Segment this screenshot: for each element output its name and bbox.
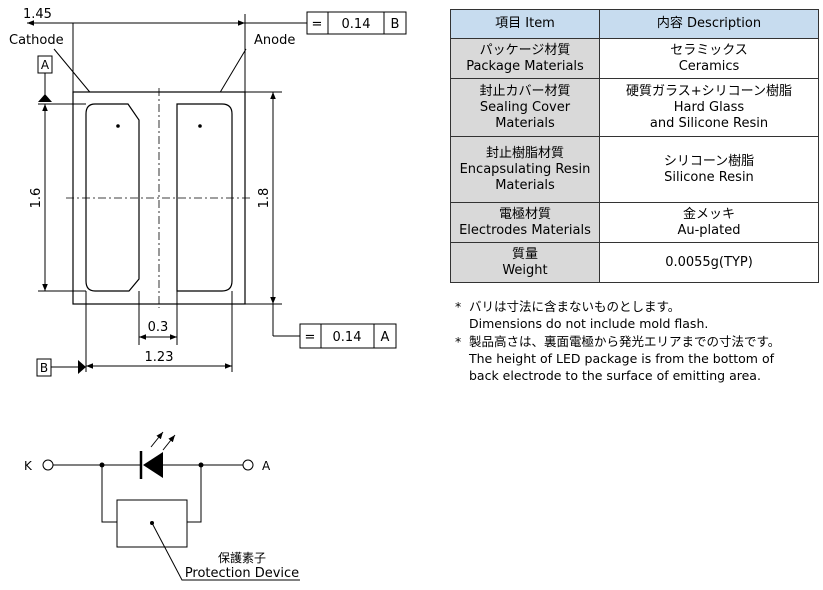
svg-text:A: A xyxy=(41,58,50,72)
anode-pad xyxy=(176,103,233,292)
tol-bottom-ref: A xyxy=(381,330,390,345)
header-description: 内容 Description xyxy=(599,9,819,39)
note-package-height: * 製品高さは、裏面電極から発光エリアまでの寸法です。 The height o… xyxy=(455,334,781,383)
symmetry-symbol-bottom: = xyxy=(305,330,316,345)
tolerance-frame-bottom: = 0.14 A xyxy=(299,323,397,349)
dim-pad-width: 1.23 xyxy=(145,350,174,365)
circuit-schematic: K A 保護素子 Protection Device xyxy=(24,431,300,581)
terminal-k-label: K xyxy=(24,459,33,473)
terminal-a-label: A xyxy=(262,459,271,473)
row-value: 0.0055g(TYP) xyxy=(599,242,819,283)
cathode-label: Cathode xyxy=(9,33,64,48)
tol-top-ref: B xyxy=(391,17,400,32)
led-diode-symbol xyxy=(143,452,163,478)
table-header-row: 項目 Item 内容 Description xyxy=(450,9,819,39)
terminal-a xyxy=(242,459,254,471)
header-item: 項目 Item xyxy=(450,9,600,39)
dim-right-height: 1.8 xyxy=(257,188,272,209)
light-arrow-1 xyxy=(150,431,164,448)
dim-gap: 0.3 xyxy=(148,320,169,335)
dim-left-height: 1.6 xyxy=(29,188,44,209)
cathode-pad xyxy=(85,103,140,292)
notes: * バリは寸法に含まないものとします。 Dimensions do not in… xyxy=(455,298,780,385)
terminal-k xyxy=(42,459,54,471)
tol-bottom-value: 0.14 xyxy=(333,330,362,345)
light-arrow-2 xyxy=(162,434,176,451)
dim-top-width: 1.45 xyxy=(23,7,52,22)
svg-text:B: B xyxy=(40,361,48,375)
anode-label: Anode xyxy=(254,33,295,48)
tol-top-value: 0.14 xyxy=(342,17,371,32)
tolerance-frame-top: = 0.14 B xyxy=(306,11,407,35)
protection-leader xyxy=(151,522,300,581)
protection-label-jp: 保護素子 xyxy=(218,550,266,565)
symmetry-symbol-top: = xyxy=(312,17,323,32)
datum-b-marker: B xyxy=(36,358,86,377)
protection-label-en: Protection Device xyxy=(185,566,299,581)
datum-a-marker: A xyxy=(37,55,53,102)
note-mold-flash: * バリは寸法に含まないものとします。 Dimensions do not in… xyxy=(455,299,709,331)
